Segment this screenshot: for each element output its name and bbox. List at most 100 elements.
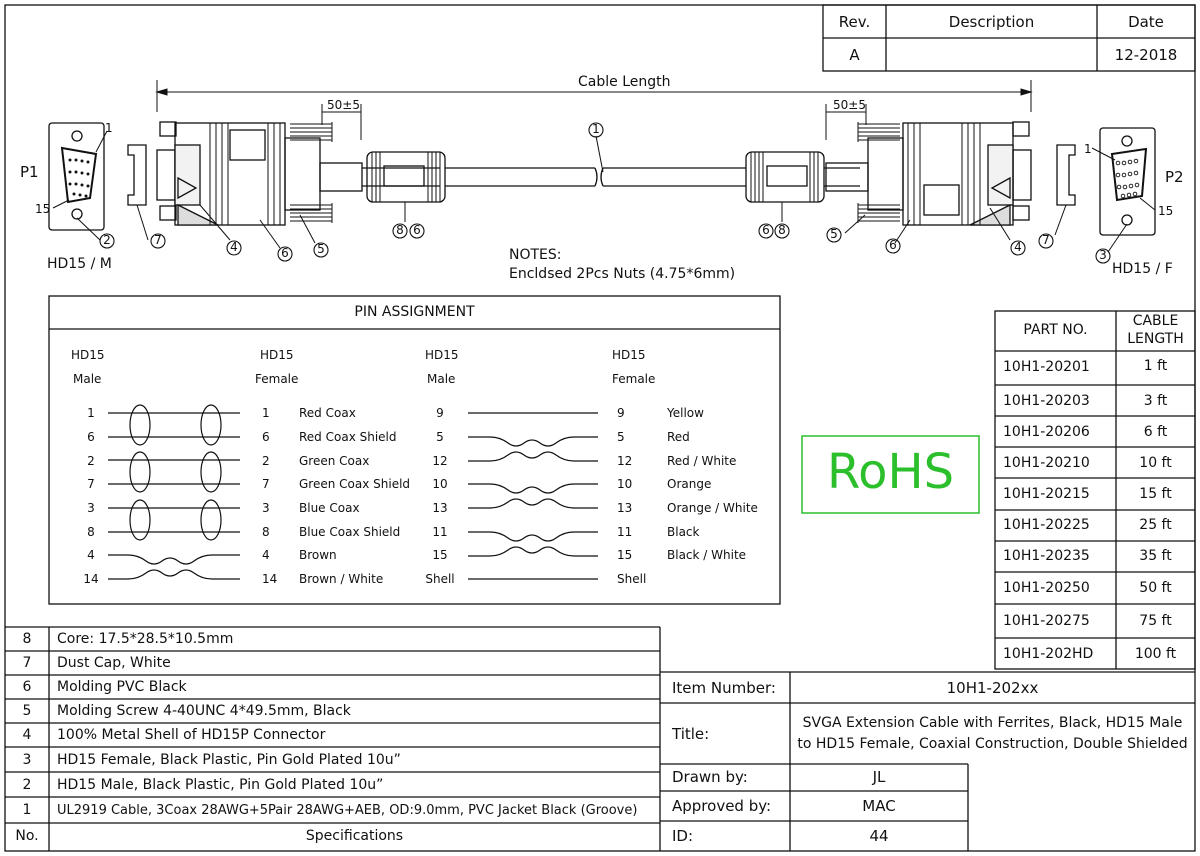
- p1-pin15-label: 15: [35, 202, 51, 216]
- part-length: 75 ft: [1139, 613, 1172, 629]
- id-value: 44: [869, 827, 889, 845]
- notes-title: NOTES:: [509, 247, 562, 263]
- right-female-pin: Shell: [617, 572, 647, 586]
- left-signal: Red Coax Shield: [299, 430, 397, 444]
- spec-text: Dust Cap, White: [57, 655, 171, 671]
- callout-2: 2: [103, 233, 111, 247]
- left-signal: Red Coax: [299, 406, 356, 420]
- cable-body: [445, 135, 746, 187]
- left-signal: Green Coax Shield: [299, 477, 411, 491]
- right-female-pin: 11: [617, 525, 633, 539]
- right-female-pin: 10: [617, 477, 633, 491]
- right-male-pin: Shell: [425, 572, 455, 586]
- col-header-4-l1: HD15: [612, 348, 646, 362]
- callout-1: 1: [592, 122, 600, 136]
- right-female-pin: 9: [617, 406, 625, 420]
- right-female-pin: 15: [617, 548, 633, 562]
- right-female-pin: 12: [617, 454, 633, 468]
- left-female-pin: 4: [262, 548, 270, 562]
- right-male-pin: 5: [436, 430, 444, 444]
- callout-4-left: 4: [230, 240, 238, 254]
- part-no: 10H1-20203: [1003, 393, 1090, 409]
- p1-label: P1: [20, 163, 39, 181]
- right-signal: Orange / White: [667, 501, 758, 515]
- pin-assignment-title: PIN ASSIGNMENT: [354, 304, 475, 320]
- callout-5-left: 5: [317, 242, 325, 256]
- dim-left-label: 50±5: [327, 98, 360, 112]
- right-signal: Yellow: [667, 406, 704, 420]
- callout-3: 3: [1099, 248, 1107, 262]
- callout-6-right: 6: [762, 223, 770, 237]
- left-female-pin: 6: [262, 430, 270, 444]
- rev-value: A: [849, 46, 860, 64]
- left-female-pin: 7: [262, 477, 270, 491]
- pin-assignment-box: [48, 295, 781, 605]
- part-length: 15 ft: [1139, 486, 1172, 502]
- part-no-header: PART NO.: [1023, 322, 1088, 338]
- callout-7-left: 7: [154, 233, 162, 247]
- callout-circles: [99, 122, 1111, 264]
- rohs-mark: RoHS: [826, 444, 955, 500]
- part-length: 1 ft: [1143, 358, 1168, 374]
- spec-no: 4: [22, 727, 32, 743]
- left-female-pin: 3: [262, 501, 270, 515]
- title-line-1: SVGA Extension Cable with Ferrites, Blac…: [802, 715, 1183, 731]
- left-signal: Brown: [299, 548, 337, 562]
- callout-8-left: 8: [396, 223, 404, 237]
- spec-no: 8: [22, 631, 32, 647]
- part-no: 10H1-20210: [1003, 455, 1090, 471]
- cable-length-dimension: [155, 80, 1033, 140]
- part-no: 10H1-20235: [1003, 548, 1090, 564]
- right-female-pin: 5: [617, 430, 625, 444]
- left-male-pin: 4: [87, 548, 95, 562]
- p1-pin1-label: 1: [105, 121, 113, 135]
- left-signal: Blue Coax Shield: [299, 525, 401, 539]
- spec-no: 5: [22, 703, 32, 719]
- col-header-3-l2: Male: [427, 372, 456, 386]
- left-male-pin: 8: [87, 525, 95, 539]
- part-length: 50 ft: [1139, 580, 1172, 596]
- id-label: ID:: [672, 827, 694, 845]
- part-length: 35 ft: [1139, 548, 1172, 564]
- p1-ferrite: [362, 151, 446, 222]
- right-male-pin: 9: [436, 406, 444, 420]
- callout-7-right: 7: [1042, 233, 1050, 247]
- part-length: 3 ft: [1143, 393, 1168, 409]
- p1-face-view: [48, 122, 108, 241]
- spec-no: 7: [22, 655, 32, 671]
- part-no: 10H1-20215: [1003, 486, 1090, 502]
- cable-length-header-2: LENGTH: [1127, 331, 1184, 347]
- col-header-3-l1: HD15: [425, 348, 459, 362]
- part-length: 100 ft: [1134, 646, 1177, 662]
- right-male-pin: 13: [432, 501, 448, 515]
- left-signal: Green Coax: [299, 454, 370, 468]
- title-label: Title:: [672, 725, 710, 743]
- revision-table-lines: [822, 4, 1196, 72]
- part-no: 10H1-20250: [1003, 580, 1090, 596]
- p2-pin1-label: 1: [1084, 142, 1092, 156]
- col-header-4-l2: Female: [612, 372, 656, 386]
- notes-text: Encldsed 2Pcs Nuts (4.75*6mm): [509, 266, 736, 282]
- left-male-pin: 1: [87, 406, 95, 420]
- spec-no: 1: [22, 802, 32, 818]
- callout-6c-right: 6: [889, 238, 897, 252]
- right-signal: Red: [667, 430, 690, 444]
- description-header: Description: [948, 13, 1035, 31]
- right-female-pin: 13: [617, 501, 633, 515]
- right-male-pin: 15: [432, 548, 448, 562]
- p2-face-view: [1091, 127, 1156, 253]
- callout-5-right: 5: [830, 227, 838, 241]
- left-wiring: [108, 404, 240, 580]
- rev-header: Rev.: [838, 13, 871, 31]
- approved-by-value: MAC: [862, 797, 896, 815]
- dim-right-label: 50±5: [833, 98, 866, 112]
- date-value: 12-2018: [1114, 46, 1178, 64]
- approved-by-label: Approved by:: [672, 797, 772, 815]
- callout-6-left: 6: [281, 246, 289, 260]
- item-number-label: Item Number:: [672, 679, 776, 697]
- spec-text: Core: 17.5*28.5*10.5mm: [57, 631, 234, 647]
- col-header-2-l1: HD15: [260, 348, 294, 362]
- right-male-pin: 12: [432, 454, 448, 468]
- p2-connector-body: [825, 121, 1032, 244]
- left-female-pin: 2: [262, 454, 270, 468]
